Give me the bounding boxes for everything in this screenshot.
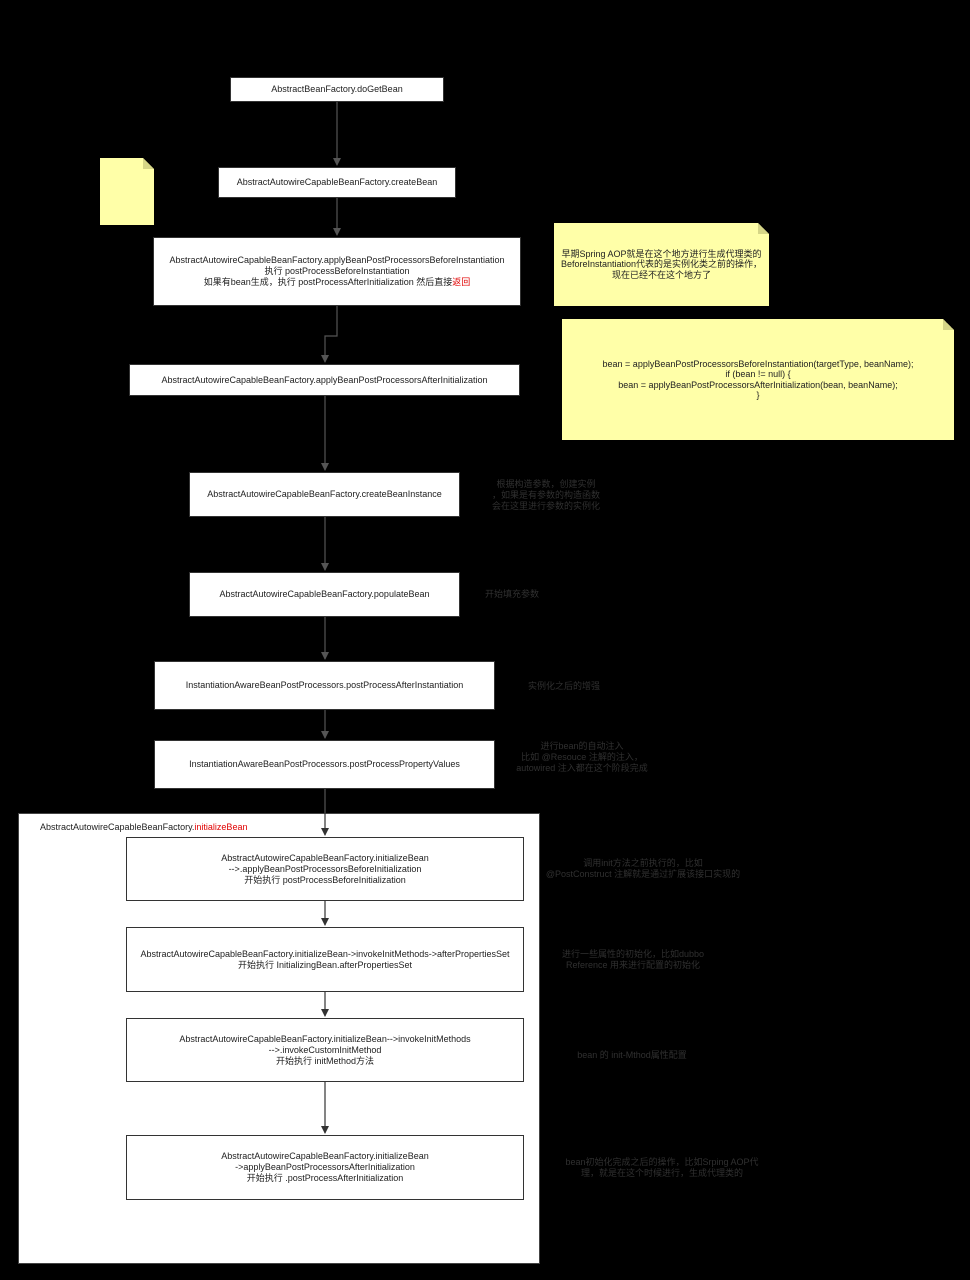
note-fold-icon: [143, 158, 154, 169]
node-init-after-initialization: AbstractAutowireCapableBeanFactory.initi…: [126, 1135, 524, 1200]
node-createbean: AbstractAutowireCapableBeanFactory.creat…: [218, 167, 456, 198]
annotation-properties-set: 进行一些属性的初始化，比如dubbo Reference 用来进行配置的初始化: [561, 949, 705, 970]
code-note: bean = applyBeanPostProcessorsBeforeInst…: [562, 319, 954, 440]
annotation-before-init: 调用init方法之前执行的，比如 @PostConstruct 注解就是通过扩展…: [545, 858, 741, 879]
annotation-create-instance: 根据构造参数，创建实例 ，如果是有参数的构造函数 会在这里进行参数的实例化: [491, 479, 600, 511]
annotation-property-values: 进行bean的自动注入 比如 @Resouce 注解的注入， autowired…: [516, 741, 648, 773]
note-fold-icon: [758, 223, 769, 234]
note-fold-icon: [943, 319, 954, 330]
initialize-bean-highlight: initializeBean: [194, 822, 248, 832]
arrow-applybefore-to-applyafter: [321, 306, 338, 363]
node-apply-after-initialization: AbstractAutowireCapableBeanFactory.apply…: [129, 364, 520, 396]
node-dogetbean: AbstractBeanFactory.doGetBean: [230, 77, 444, 102]
node-create-bean-instance: AbstractAutowireCapableBeanFactory.creat…: [189, 472, 460, 517]
node-populate-bean: AbstractAutowireCapableBeanFactory.popul…: [189, 572, 460, 617]
annotation-after-init: bean初始化完成之后的操作，比如Srping AOP代 理，就是在这个时候进行…: [565, 1157, 759, 1178]
empty-note: [100, 158, 154, 225]
initialize-bean-group-title: AbstractAutowireCapableBeanFactory.initi…: [40, 822, 248, 832]
node-apply-before-instantiation: AbstractAutowireCapableBeanFactory.apply…: [153, 237, 521, 306]
node-after-properties-set: AbstractAutowireCapableBeanFactory.initi…: [126, 927, 524, 992]
aop-note: 早期Spring AOP就是在这个地方进行生成代理类的 BeforeInstan…: [554, 223, 769, 306]
node-post-after-instantiation: InstantiationAwareBeanPostProcessors.pos…: [154, 661, 495, 710]
node-post-property-values: InstantiationAwareBeanPostProcessors.pos…: [154, 740, 495, 789]
annotation-populate: 开始填充参数: [484, 589, 539, 599]
annotation-after-instantiation: 实例化之后的增强: [527, 681, 600, 691]
annotation-init-method: bean 的 init-Mthod属性配置: [577, 1050, 687, 1060]
node-init-before-initialization: AbstractAutowireCapableBeanFactory.initi…: [126, 837, 524, 901]
return-highlight: 返回: [452, 277, 471, 287]
node-invoke-custom-init-method: AbstractAutowireCapableBeanFactory.initi…: [126, 1018, 524, 1082]
